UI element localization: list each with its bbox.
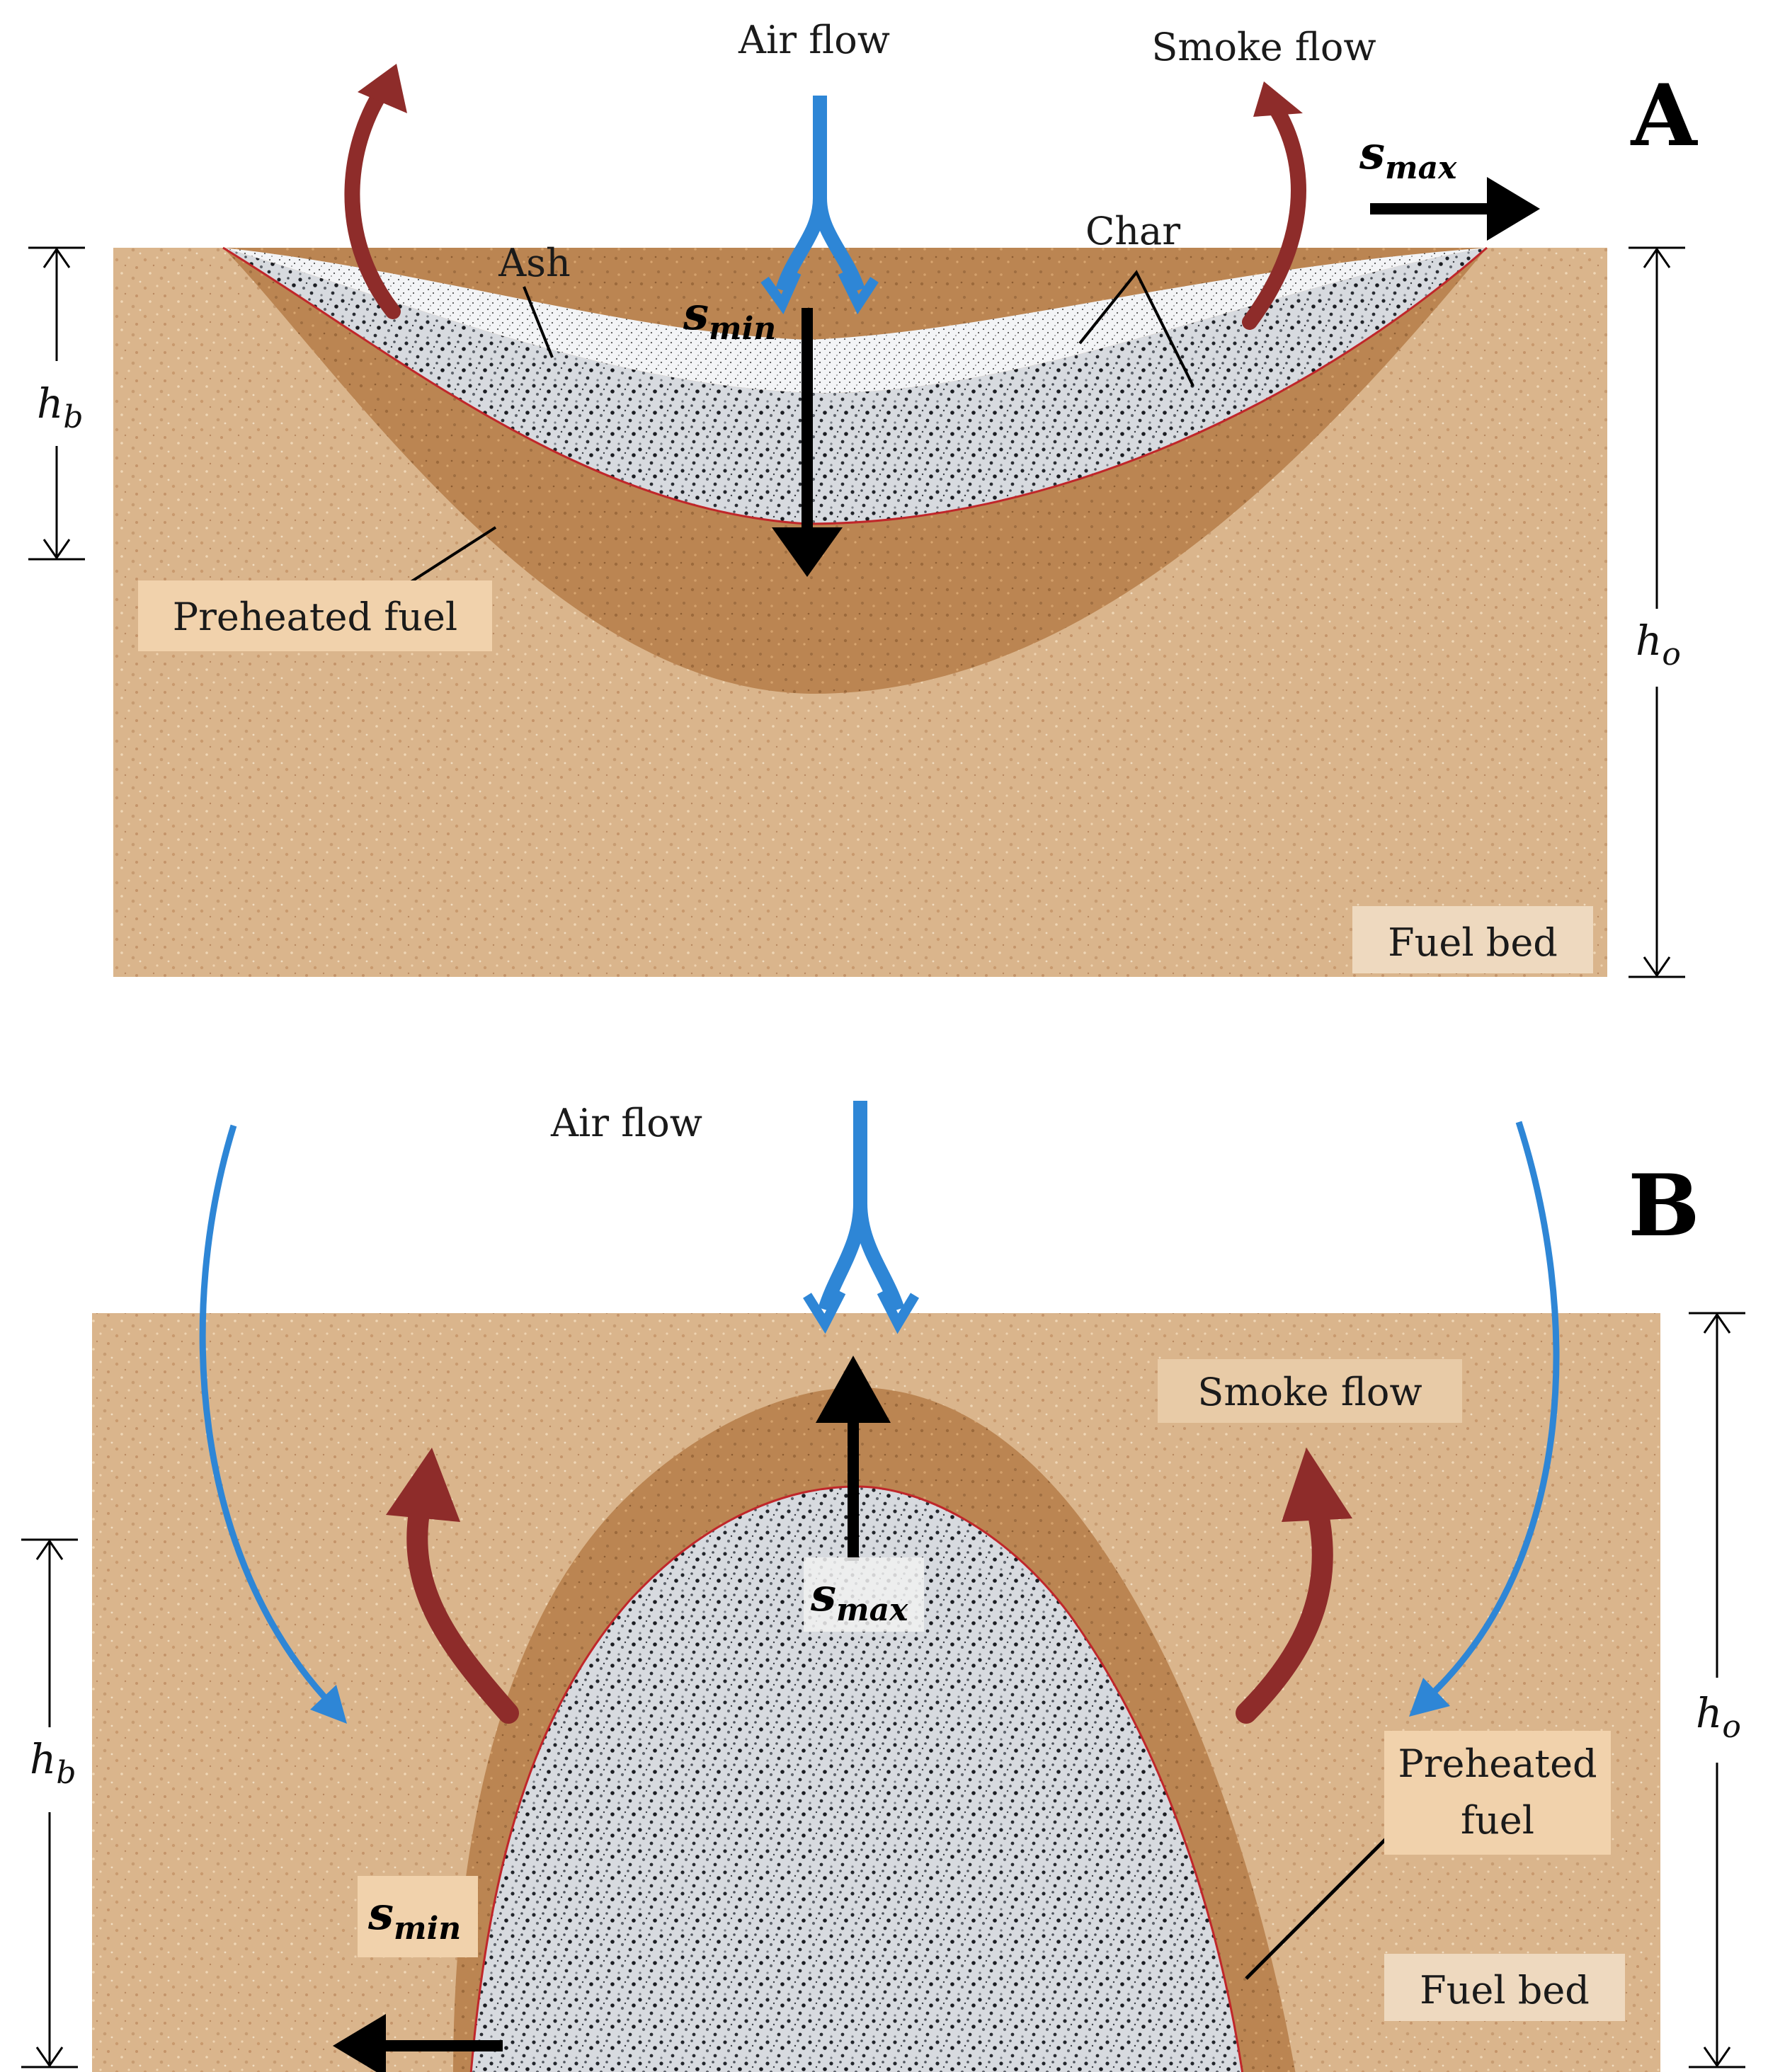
smoke-arrow-left-a [344,64,407,319]
char-layer-b [471,1487,1243,2072]
ash-layer-a [223,248,1487,394]
smax-label-bg-b [804,1557,924,1632]
smin-arrow-b [333,2014,503,2072]
smoke-arrow-right-a [1242,81,1306,330]
preheated-label-line2-b: fuel [1461,1798,1534,1843]
hb-label-a: hb [37,379,84,435]
smoke-flow-label-b: Smoke flow [1197,1370,1422,1414]
panel-letter-b: B [1628,1156,1699,1256]
ho-label-b: ho [1696,1689,1741,1745]
smax-arrow-b [816,1356,891,1561]
fuel-bed-label-bg-a [1352,906,1593,973]
air-flow-label-a: Air flow [738,18,890,62]
smax-arrow-a [1370,177,1540,241]
air-flow-arrow-a [760,96,879,315]
preheated-label-bg-b [1384,1731,1611,1855]
smin-label-b: smin [367,1887,461,1947]
ho-dimension-a [1629,246,1685,978]
smin-arrow-a [772,308,843,577]
smin-label-a: smin [683,287,776,347]
panel-b: hb ho [21,1101,1745,2072]
ho-label-a: ho [1636,617,1681,672]
smoke-flow-label-bg-b [1158,1359,1462,1423]
panel-letter-a: A [1630,66,1698,166]
preheated-label-line1-b: Preheated [1398,1741,1597,1786]
smax-label-b: smax [810,1569,908,1628]
fuel-bed-label-a: Fuel bed [1388,920,1558,965]
ho-dimension-b [1689,1312,1745,2068]
smin-label-bg-b [358,1876,478,1957]
fuel-bed-label-bg-b [1384,1954,1625,2021]
hb-dimension-b [21,1538,78,2068]
fuel-bed-label-b: Fuel bed [1420,1968,1590,2013]
char-label-a: Char [1085,209,1180,253]
preheated-label-bg-a [138,580,492,651]
smoke-arrow-right-b [1236,1448,1352,1724]
preheated-label-a: Preheated fuel [173,595,457,639]
smoke-arrow-left-b [386,1448,519,1724]
smax-label-a: smax [1359,127,1457,186]
panel-a: hb ho [28,18,1698,978]
hb-dimension-a [28,246,85,561]
smoke-flow-label-a: Smoke flow [1151,25,1376,69]
hb-label-b: hb [30,1735,76,1791]
ash-label-a: Ash [498,241,571,285]
air-flow-label-b: Air flow [550,1101,702,1145]
air-curve-left-b [199,1124,347,1724]
air-curve-right-b [1409,1121,1560,1717]
air-flow-arrow-b [803,1101,920,1334]
char-layer-a [223,248,1487,524]
